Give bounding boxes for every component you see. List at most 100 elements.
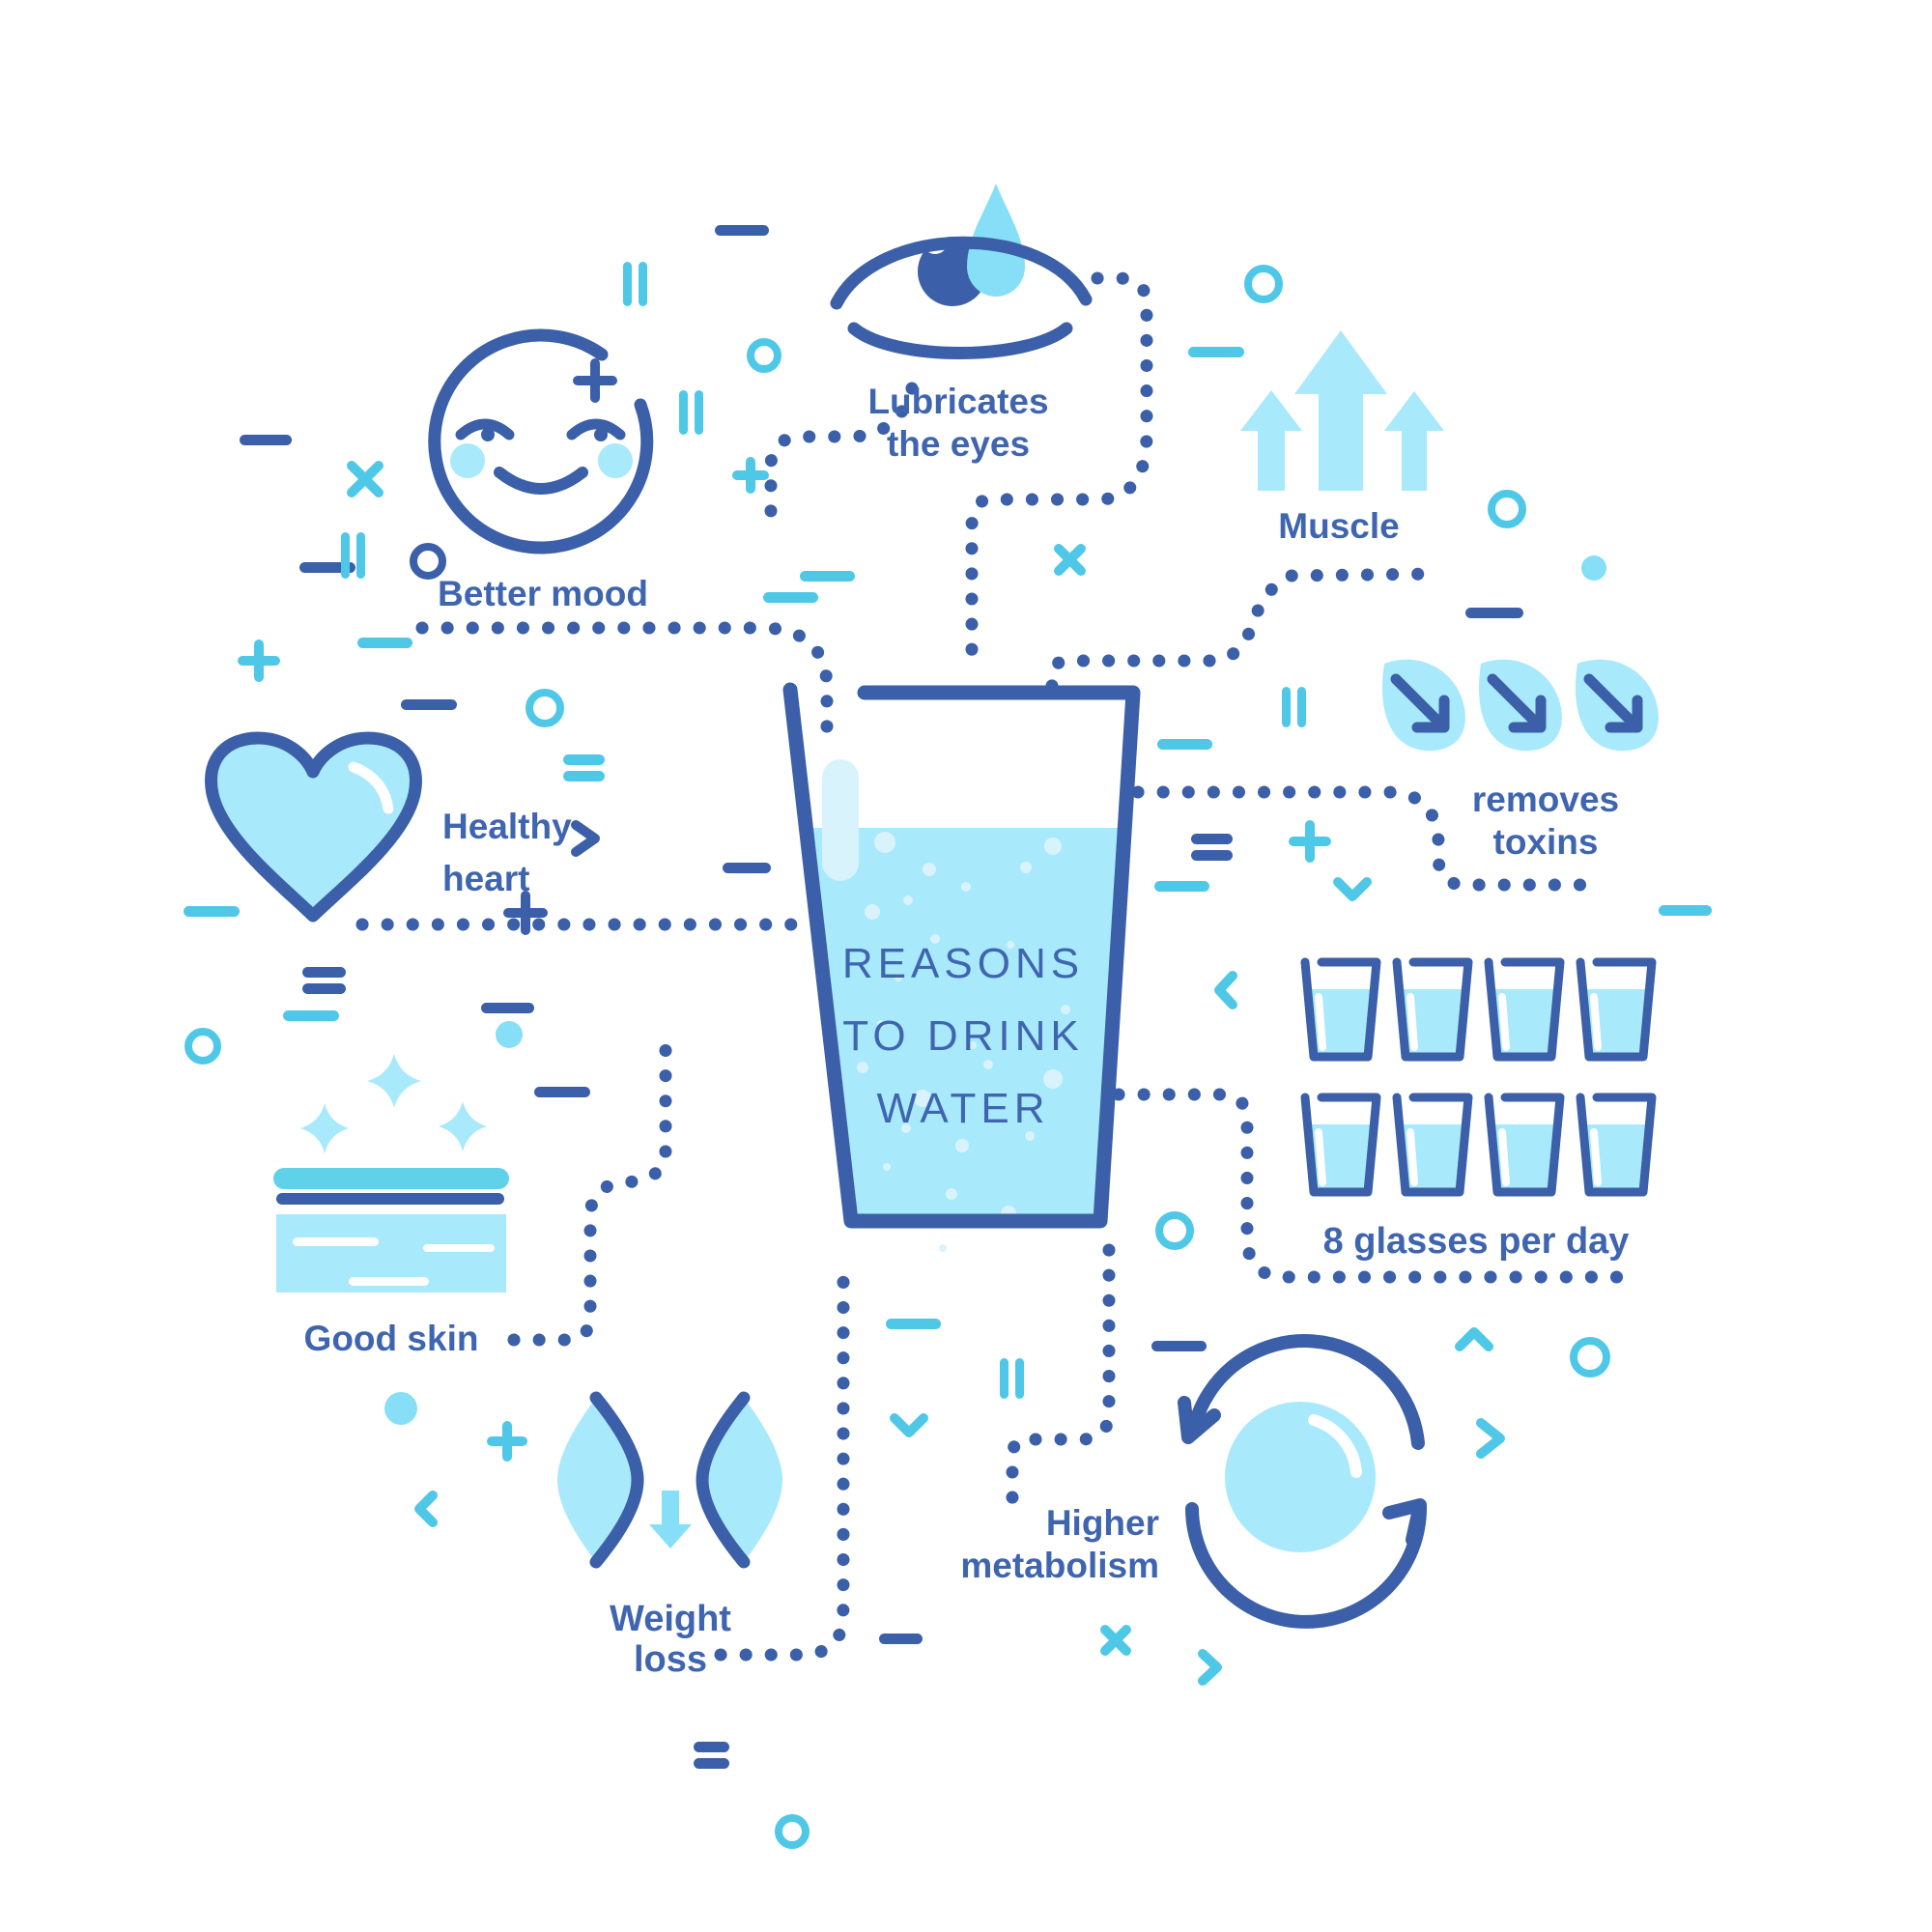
small-glass-icon: [1484, 957, 1565, 1062]
plus-mark: [573, 358, 617, 403]
label-line: heart: [442, 859, 529, 898]
glasses-grid: [1300, 957, 1657, 1197]
cycle-arrow-bottom: [1185, 1500, 1428, 1629]
small-glass-icon: [1300, 1093, 1381, 1197]
small-glass-icon: [1484, 1093, 1565, 1197]
label-healthy-heart: Healthy heart: [442, 807, 572, 898]
skin-gloss-line: [293, 1237, 379, 1246]
dash-mark: [240, 435, 292, 445]
dash-mark: [1151, 1341, 1207, 1351]
heart-highlight: [348, 761, 394, 814]
glass-highlight: [822, 759, 859, 881]
double-bar-mark: [341, 532, 350, 579]
small-glass-icon: [1576, 1093, 1657, 1197]
plus-mark: [503, 891, 548, 935]
label-good-skin: Good skin: [304, 1319, 479, 1358]
label-line: Lubricates: [867, 382, 1048, 421]
double-bar-mark: [695, 390, 703, 435]
connector-weight-loss: [714, 1266, 850, 1662]
dash-mark: [763, 592, 818, 603]
x-mark: [1100, 1625, 1131, 1656]
water-fill: [806, 828, 1124, 1219]
dash-mark: [886, 1319, 941, 1329]
cycle-arrowhead: [1178, 1396, 1221, 1444]
label-8-glasses-per-day: 8 glasses per day: [1323, 1221, 1630, 1262]
glass-outline: [782, 682, 1141, 1229]
smiley-cheek-right: [598, 443, 633, 478]
double-bar-mark: [623, 262, 632, 306]
water-bubbles: [857, 832, 1070, 1252]
plus-mark: [1289, 820, 1331, 863]
circle-mark: [1570, 1337, 1610, 1378]
small-glass-icon: [1392, 1093, 1473, 1197]
connector-eye-right: [965, 271, 1153, 673]
dash-mark: [723, 863, 771, 873]
chevron-down-icon: [890, 1413, 928, 1437]
dot-mark: [496, 1021, 523, 1048]
equals-mark: [563, 771, 605, 781]
chevron-left-icon: [414, 1491, 438, 1527]
label-line: Weight: [610, 1599, 731, 1639]
title-line-3: WATER: [877, 1085, 1050, 1132]
leaf-icon: [1381, 659, 1465, 752]
skin-gloss-line: [423, 1244, 495, 1252]
dash-mark: [1154, 881, 1209, 892]
up-arrow-icon: [1240, 390, 1302, 491]
small-glass-icon: [1300, 957, 1381, 1062]
chevron-left-icon: [1214, 971, 1237, 1009]
cycle-arrow-top: [1187, 1334, 1425, 1450]
circle-mark: [1488, 490, 1526, 528]
chevron-right-icon: [1476, 1418, 1505, 1459]
equals-mark: [1191, 850, 1233, 861]
smiley-eye-right: [594, 428, 608, 441]
dash-mark: [357, 638, 412, 648]
label-line: removes: [1472, 780, 1619, 819]
x-mark: [347, 461, 384, 497]
dash-mark: [1157, 739, 1212, 750]
connector-eye-left: [764, 382, 919, 526]
label-removes-toxins: removes toxins: [1472, 780, 1619, 862]
connector-metabolism: [1006, 1243, 1116, 1525]
title-line-1: REASONS: [842, 940, 1084, 987]
small-glass-icon: [1392, 957, 1473, 1062]
circle-mark: [747, 338, 781, 373]
connector-muscle: [1045, 567, 1445, 693]
connector-good-skin: [507, 1033, 672, 1347]
smiley-brow-left: [455, 418, 515, 440]
dash-mark: [879, 1634, 923, 1644]
connector-removes-toxins: [1131, 785, 1610, 892]
label-line: Healthy: [442, 807, 572, 846]
double-bar-mark: [1015, 1358, 1024, 1399]
eye-lower-lid: [847, 322, 1073, 359]
smiley-smile: [494, 467, 588, 495]
circle-mark: [1244, 265, 1283, 303]
circle-mark: [185, 1028, 221, 1065]
label-higher-metabolism: Higher metabolism: [960, 1503, 1159, 1585]
sparkle-icon: [300, 1103, 349, 1153]
leaf-icon: [1478, 659, 1562, 752]
sparkle-icon: [367, 1054, 421, 1108]
smiley-eye-left: [481, 428, 495, 441]
eye-upper-lid: [830, 236, 1093, 310]
skin-top-bar: [273, 1168, 509, 1189]
dot-mark: [384, 1392, 417, 1425]
label-better-mood: Better mood: [438, 574, 648, 613]
label-weight-loss: Weight loss: [610, 1599, 731, 1680]
muscle-icon: [1240, 330, 1444, 491]
water-glass: REASONS TO DRINK WATER: [782, 682, 1141, 1252]
heart-icon: [205, 731, 422, 923]
weight-loss-icon: [557, 1391, 782, 1569]
plus-mark: [487, 1421, 527, 1462]
label-line: toxins: [1493, 822, 1599, 862]
dash-mark: [800, 571, 855, 582]
small-glass-icon: [1576, 957, 1657, 1062]
chevron-down-icon: [1333, 877, 1372, 901]
connector-better-mood: [415, 621, 834, 737]
double-bar-mark: [639, 262, 647, 306]
waist-curve-left: [589, 1391, 644, 1569]
equals-mark: [1191, 834, 1233, 844]
up-arrow-icon: [1384, 391, 1444, 491]
label-line: the eyes: [887, 424, 1030, 464]
